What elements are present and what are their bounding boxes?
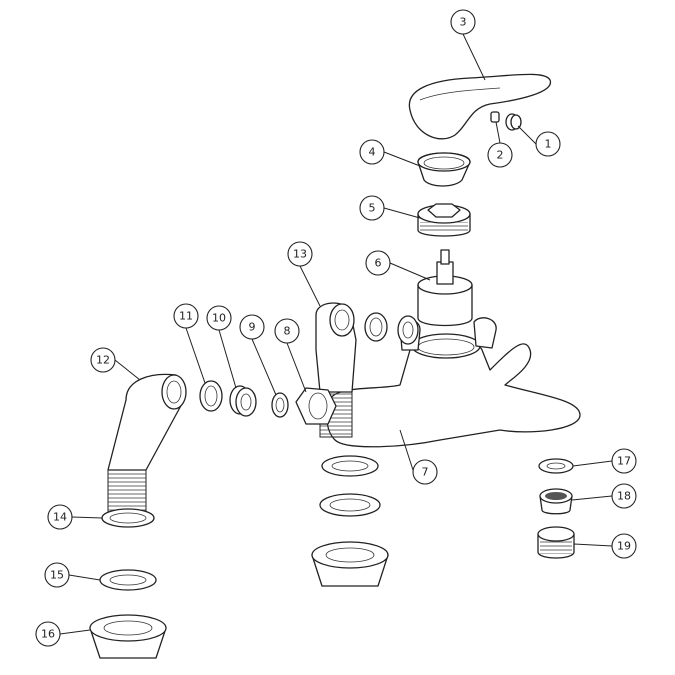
svg-text:18: 18 — [617, 490, 631, 503]
svg-text:12: 12 — [96, 354, 110, 367]
part-eccentric-left — [107, 373, 187, 519]
callout-14: 14 — [47, 504, 73, 530]
callout-9: 9 — [239, 314, 265, 340]
callout-10: 10 — [206, 305, 232, 331]
svg-text:15: 15 — [50, 569, 64, 582]
svg-text:6: 6 — [375, 257, 382, 270]
callout-18: 18 — [611, 483, 637, 509]
callout-13: 13 — [287, 241, 313, 267]
part-washer-right-1 — [321, 455, 379, 477]
callout-2: 2 — [487, 142, 513, 168]
part-lever-handle — [408, 73, 551, 140]
part-flange-right — [311, 541, 389, 587]
part-filter-10 — [229, 385, 257, 417]
callout-15: 15 — [44, 562, 70, 588]
part-washer-11 — [199, 380, 223, 412]
svg-text:3: 3 — [460, 16, 467, 29]
part-retaining-nut — [417, 203, 471, 237]
part-washer-14 — [101, 508, 155, 528]
part-mixer-body — [326, 317, 581, 448]
part-cap — [505, 113, 522, 131]
part-body-nipple — [397, 315, 419, 345]
part-washer-9 — [271, 392, 289, 418]
callout-17: 17 — [611, 448, 637, 474]
part-body-washer — [364, 312, 388, 342]
svg-text:10: 10 — [212, 312, 226, 325]
svg-text:19: 19 — [617, 540, 631, 553]
callout-19: 19 — [611, 533, 637, 559]
svg-text:17: 17 — [617, 455, 631, 468]
part-flange-16 — [89, 614, 167, 659]
part-cartridge — [417, 249, 473, 327]
part-washer-15 — [99, 569, 157, 591]
part-aerator-insert — [539, 488, 573, 515]
svg-text:13: 13 — [293, 248, 307, 261]
callout-7: 7 — [412, 459, 438, 485]
part-cover-ring — [417, 152, 471, 187]
svg-text:7: 7 — [422, 466, 429, 479]
part-aerator-housing — [537, 526, 575, 559]
svg-text:14: 14 — [53, 511, 67, 524]
callout-8: 8 — [274, 318, 300, 344]
callout-1: 1 — [535, 131, 561, 157]
svg-text:5: 5 — [369, 202, 376, 215]
callout-3: 3 — [450, 9, 476, 35]
part-washer-right-2 — [319, 493, 381, 517]
svg-text:9: 9 — [249, 321, 256, 334]
svg-text:8: 8 — [284, 325, 291, 338]
part-aerator-washer — [538, 458, 574, 474]
svg-text:1: 1 — [545, 138, 552, 151]
callout-11: 11 — [173, 303, 199, 329]
callout-16: 16 — [35, 621, 61, 647]
callout-5: 5 — [359, 195, 385, 221]
leader-lines — [59, 33, 613, 635]
svg-text:16: 16 — [41, 628, 55, 641]
svg-text:2: 2 — [497, 149, 504, 162]
part-connection-nut — [295, 387, 337, 425]
callout-4: 4 — [359, 139, 385, 165]
svg-text:11: 11 — [179, 310, 193, 323]
callout-6: 6 — [365, 250, 391, 276]
callout-12: 12 — [90, 347, 116, 373]
part-screw — [490, 111, 500, 123]
svg-text:4: 4 — [369, 146, 376, 159]
